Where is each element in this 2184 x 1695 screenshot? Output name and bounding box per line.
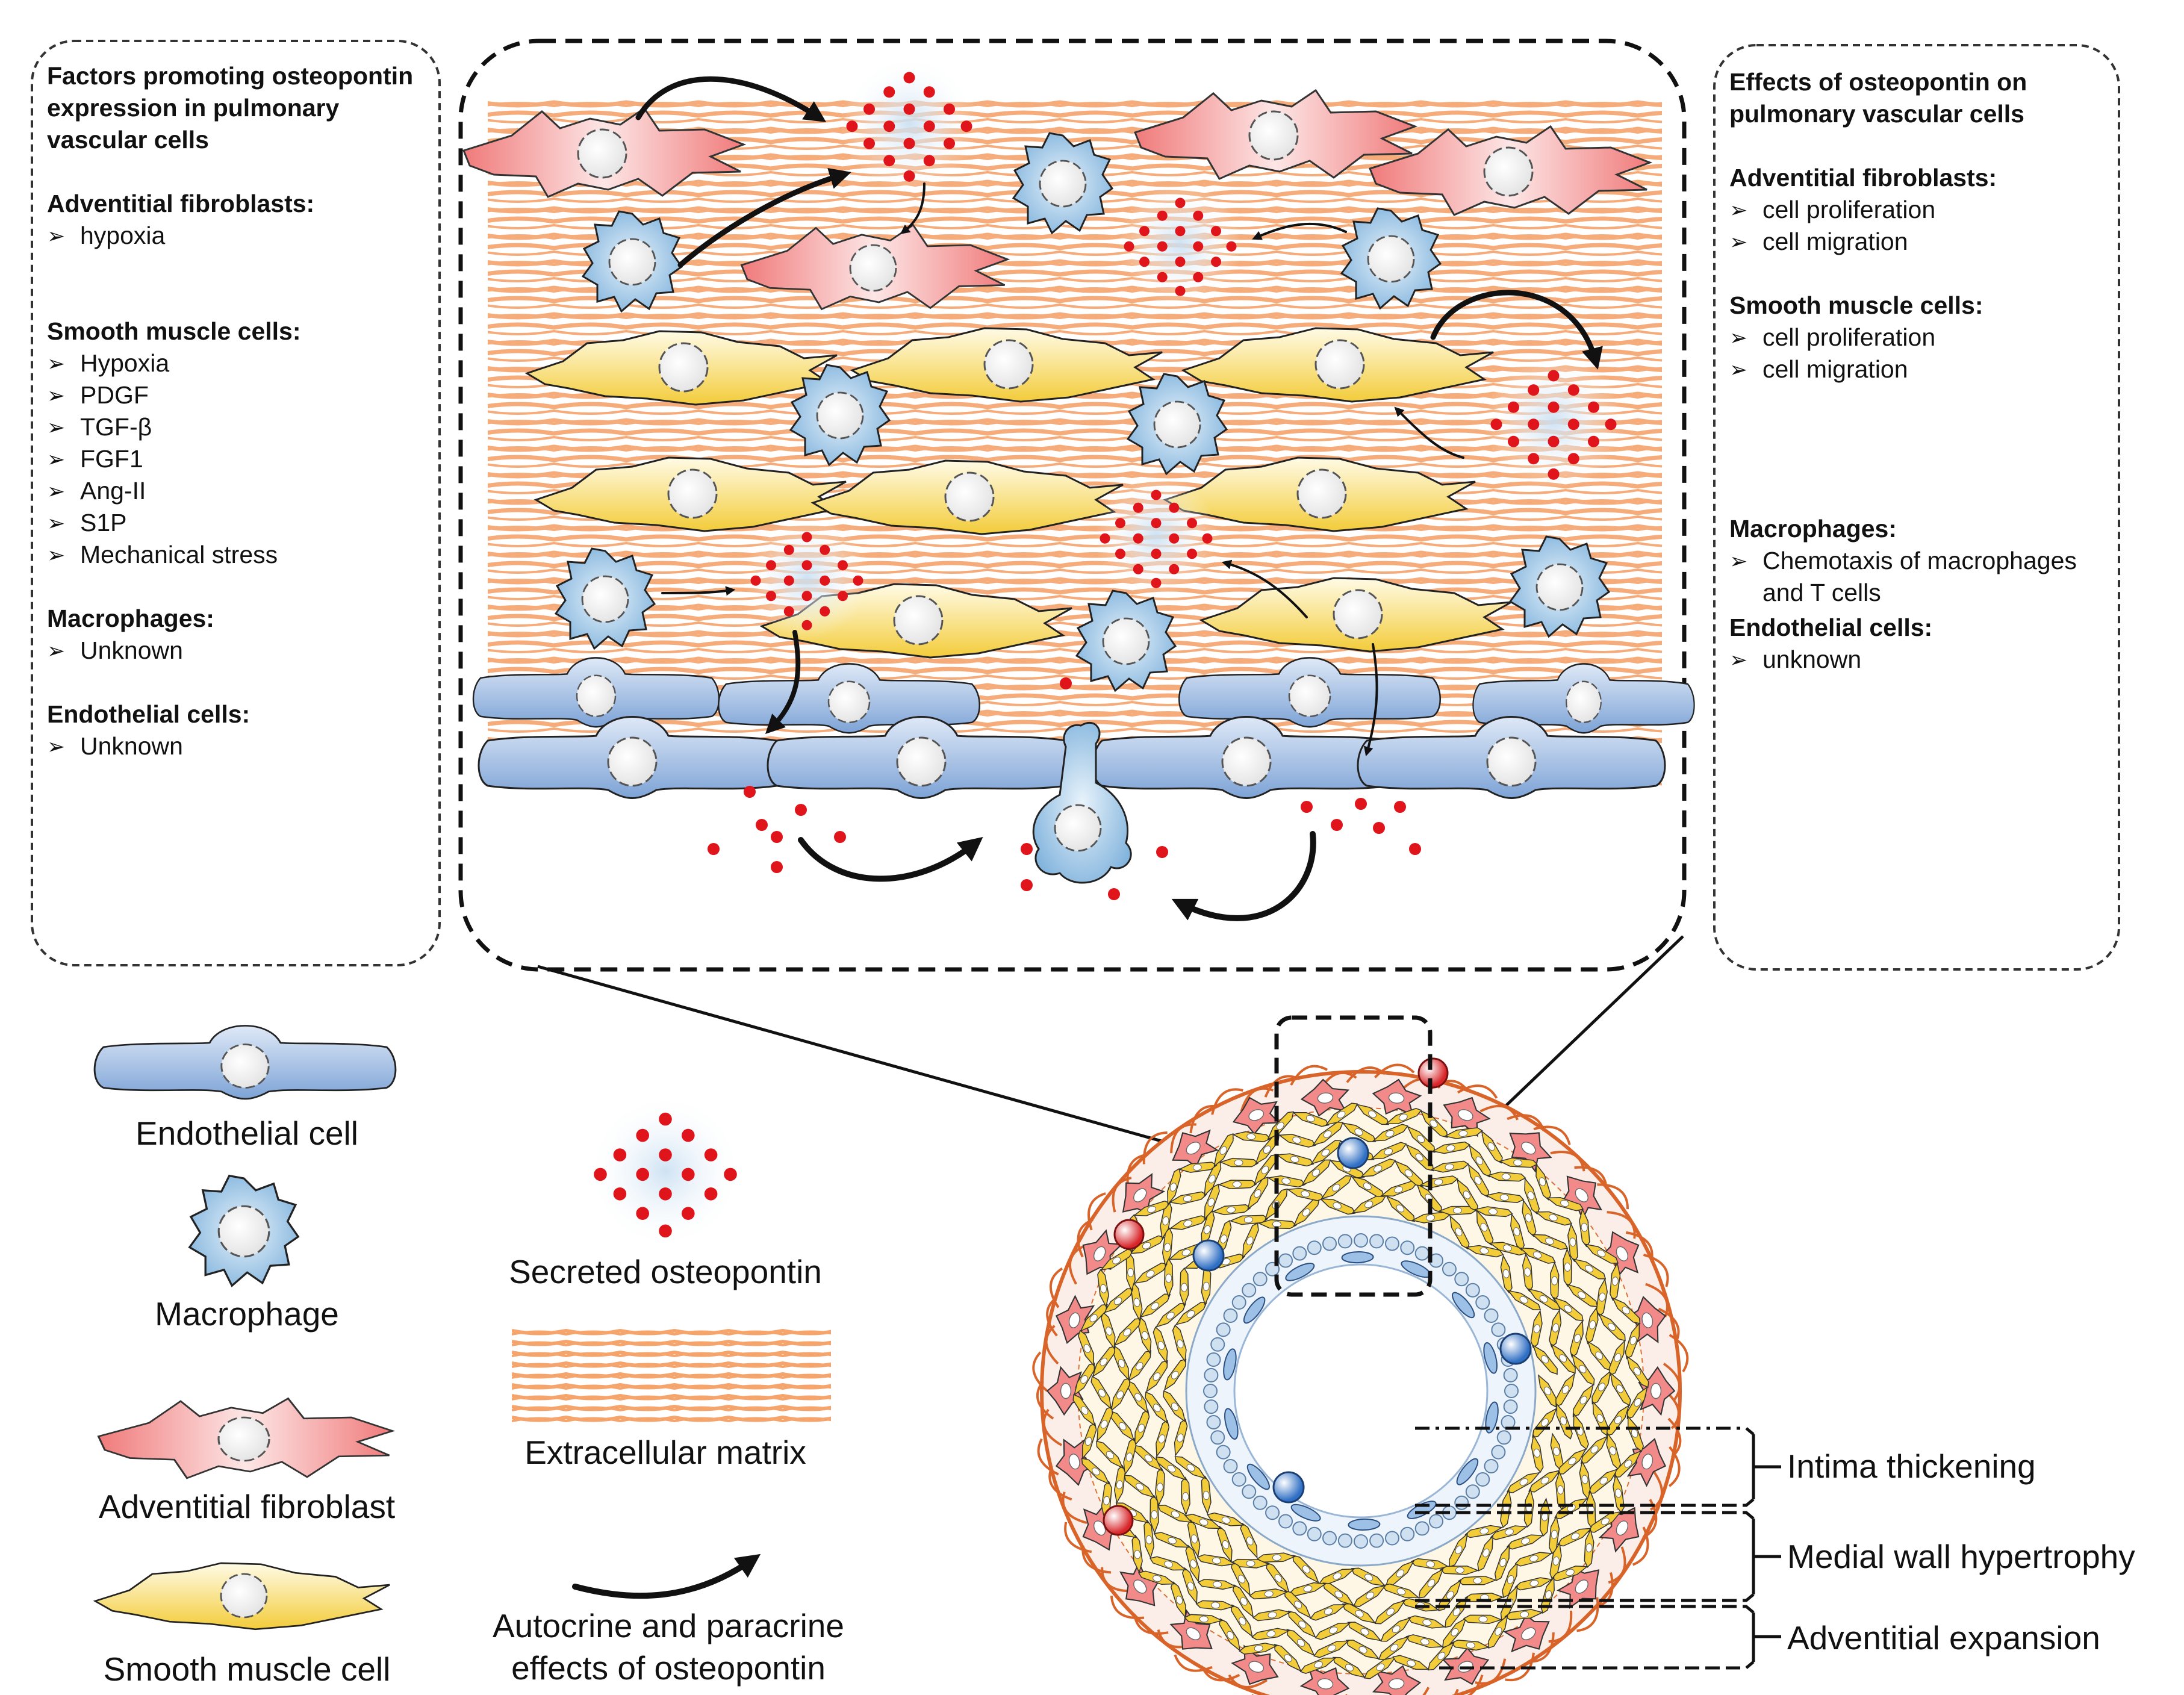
legend-effects-line1: Autocrine and paracrine (493, 1607, 844, 1644)
legend-osteopontin-label: Secreted osteopontin (509, 1253, 822, 1290)
legend-effects-label: Autocrine and paracrine effects of osteo… (458, 1605, 879, 1689)
left-list-item: TGF-β (47, 411, 432, 443)
right-list-item: cell proliferation (1729, 322, 2103, 353)
left-panel-frame (31, 40, 441, 966)
legend-osteopontin-icon (587, 1093, 744, 1249)
legend-smooth-muscle-icon (95, 1563, 390, 1629)
right-list-item: unknown (1729, 644, 2103, 676)
intima-label: Intima thickening (1787, 1448, 2036, 1485)
legend-macrophage-icon (190, 1176, 298, 1286)
right-panel-frame (1713, 44, 2120, 971)
legend-fibroblast-label: Adventitial fibroblast (98, 1488, 396, 1525)
legend-smooth-muscle-label: Smooth muscle cell (103, 1650, 391, 1688)
legend-endothelial-label: Endothelial cell (135, 1115, 358, 1152)
legend-effects-line2: effects of osteopontin (511, 1649, 826, 1687)
right-list-item: cell proliferation (1729, 194, 2103, 226)
left-list-item: Mechanical stress (47, 539, 432, 571)
vessel-cross-section (1032, 1057, 1689, 1695)
left-section-smc-heading: Smooth muscle cells: (47, 317, 301, 345)
legend-macrophage-label: Macrophage (155, 1295, 339, 1333)
media-label: Medial wall hypertrophy (1787, 1538, 2135, 1575)
left-section-endothelial-heading: Endothelial cells: (47, 700, 250, 728)
left-list-item: FGF1 (47, 443, 432, 475)
legend-fibroblast-icon (99, 1399, 393, 1478)
left-list-item: hypoxia (47, 220, 432, 252)
legend-endothelial-icon (95, 1025, 396, 1099)
right-list-item: cell migration (1729, 226, 2103, 258)
left-list-item: S1P (47, 507, 432, 539)
left-list-item: Ang-II (47, 475, 432, 507)
left-list-item: PDGF (47, 379, 432, 411)
transmigrating-macrophage (1032, 721, 1132, 884)
left-list-item: Hypoxia (47, 347, 432, 379)
right-section-macrophages-heading: Macrophages: (1729, 515, 1897, 543)
left-list-item: Unknown (47, 635, 432, 667)
left-list-item: Unknown (47, 730, 432, 762)
left-panel-title: Factors promoting osteopontin expression… (47, 62, 414, 154)
right-list-item: cell migration (1729, 353, 2103, 385)
right-list-item: Chemotaxis of macrophages and T cells (1729, 545, 2103, 609)
right-panel: Effects of osteopontin on pulmonary vasc… (1729, 66, 2103, 676)
right-panel-title: Effects of osteopontin on pulmonary vasc… (1729, 68, 2027, 128)
left-section-macrophages-heading: Macrophages: (47, 605, 214, 632)
region-brackets (1415, 1426, 1781, 1670)
legend (95, 1025, 831, 1629)
left-panel: Factors promoting osteopontin expression… (47, 60, 432, 762)
right-section-fibroblasts-heading: Adventitial fibroblasts: (1729, 164, 1997, 191)
legend-ecm-icon (512, 1328, 831, 1423)
vessel-zoom-box (1274, 1015, 1433, 1297)
autocrine-paracrine-arrows (635, 76, 1603, 921)
legend-arrow-icon (572, 1553, 761, 1599)
legend-ecm-label: Extracellular matrix (524, 1434, 806, 1471)
right-section-smc-heading: Smooth muscle cells: (1729, 291, 1983, 319)
adventitia-label: Adventitial expansion (1787, 1619, 2100, 1656)
free-osteopontin-dots (708, 677, 1421, 900)
right-section-endothelial-heading: Endothelial cells: (1729, 614, 1933, 641)
left-section-fibroblasts-heading: Adventitial fibroblasts: (47, 190, 315, 217)
